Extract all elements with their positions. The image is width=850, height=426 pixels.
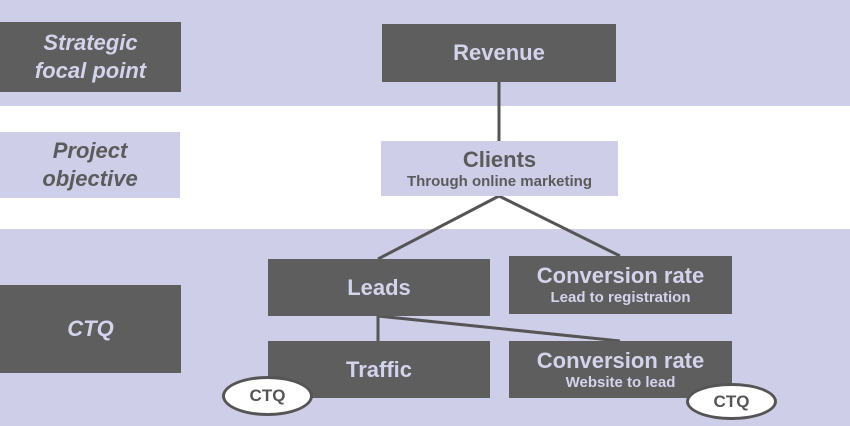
node-conversion-registration-subtitle: Lead to registration (550, 289, 691, 306)
node-conversion-lead-title: Conversion rate (536, 347, 705, 373)
node-conversion-registration: Conversion rate Lead to registration (509, 256, 732, 314)
node-revenue: Revenue (382, 24, 616, 82)
badge-conversion-lead-ctq: CTQ (686, 383, 777, 420)
node-leads: Leads (268, 259, 490, 316)
row-label-strategic: Strategic focal point (0, 22, 181, 92)
node-conversion-lead: Conversion rate Website to lead (509, 341, 732, 398)
node-clients-subtitle: Through online marketing (406, 172, 592, 190)
node-clients: Clients Through online marketing (381, 141, 618, 196)
node-revenue-title: Revenue (453, 40, 545, 65)
badge-traffic-ctq: CTQ (222, 376, 313, 416)
connector-clients-leads (377, 194, 500, 261)
row-label-ctq: CTQ (0, 285, 181, 373)
node-conversion-lead-subtitle: Website to lead (565, 373, 676, 391)
node-conversion-registration-title: Conversion rate (536, 263, 705, 288)
node-traffic-title: Traffic (345, 356, 413, 382)
node-clients-title: Clients (462, 146, 537, 172)
row-label-project: Project objective (0, 132, 180, 198)
connector-clients-conversion-registration (498, 194, 621, 258)
connector-leads-conversion-lead (377, 314, 621, 343)
node-leads-title: Leads (347, 274, 411, 300)
